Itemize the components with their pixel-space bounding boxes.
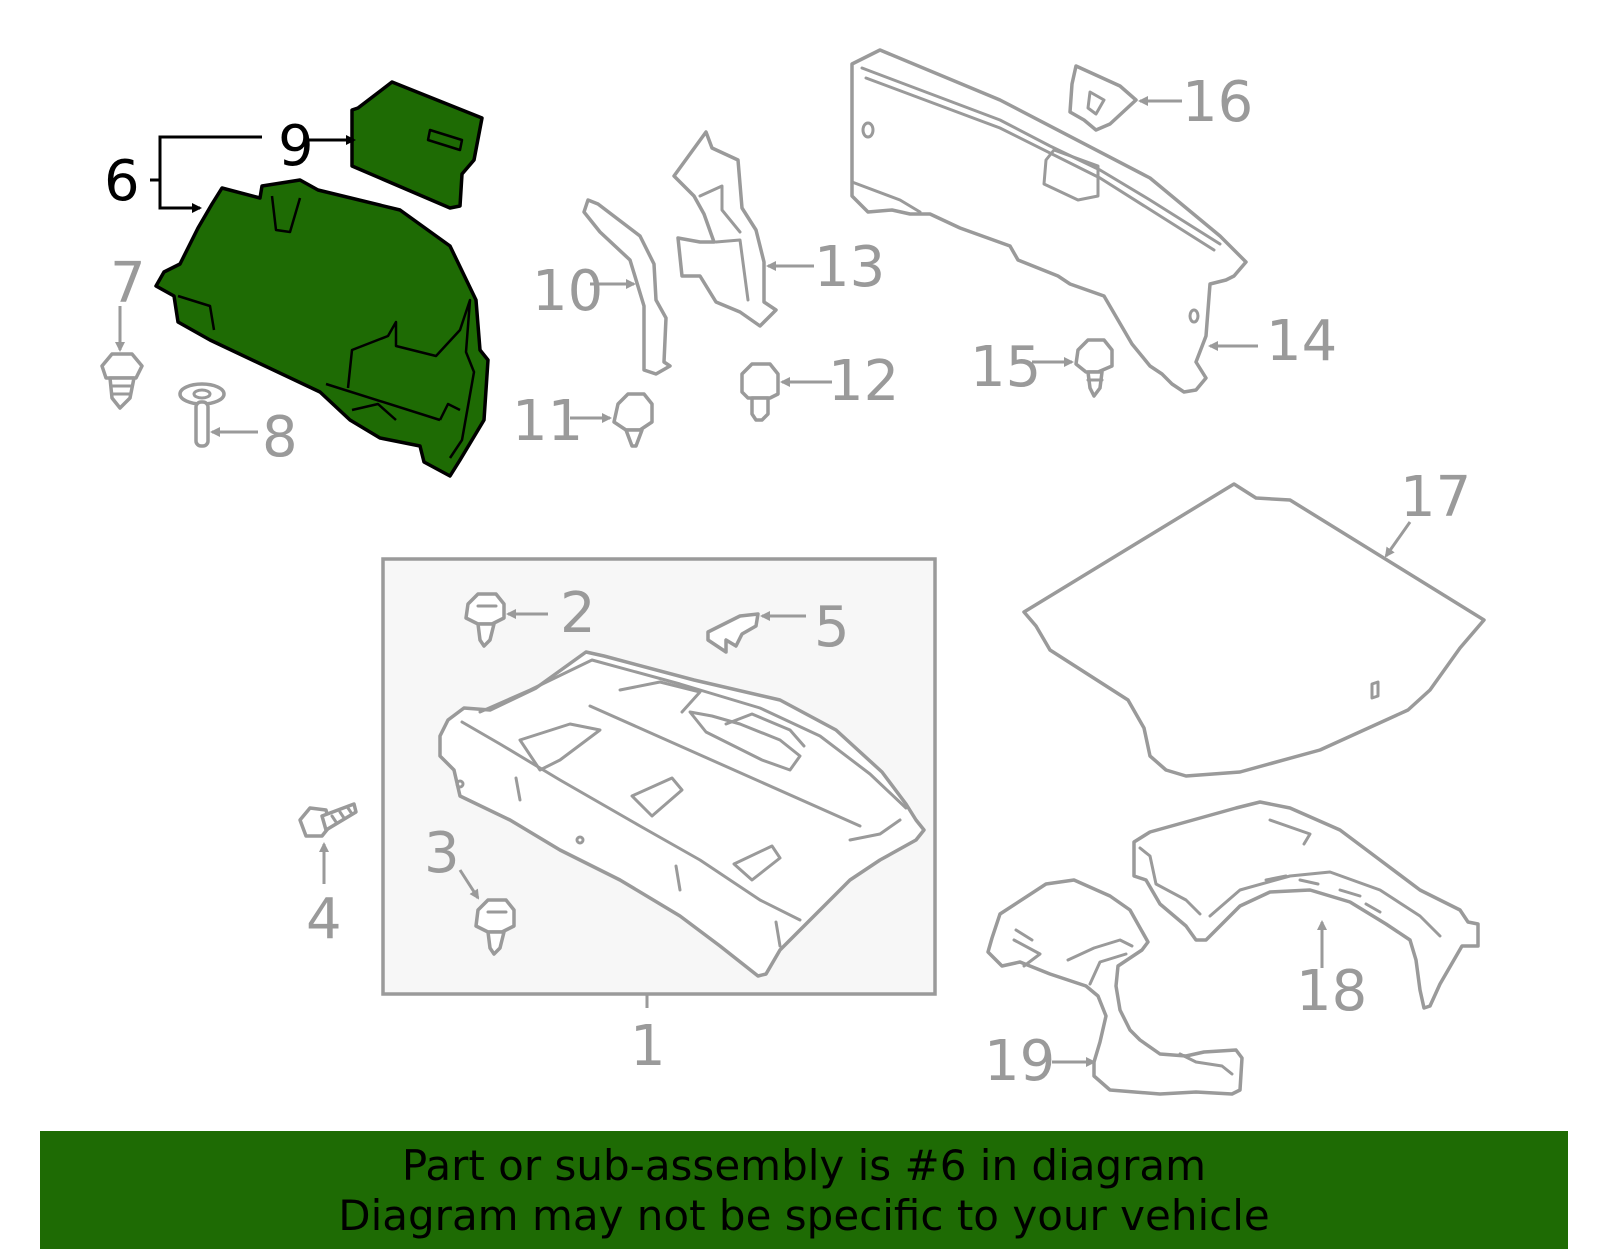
callout-19: 19 [984, 1029, 1055, 1094]
callout-11: 11 [512, 389, 583, 454]
part-2-clip[interactable] [464, 592, 506, 648]
part-5-bracket[interactable] [706, 612, 760, 654]
part-9-cover[interactable] [350, 80, 484, 210]
part-14-back-panel[interactable] [850, 48, 1248, 394]
banner-line-2: Diagram may not be specific to your vehi… [338, 1191, 1270, 1240]
part-16-bracket[interactable] [1068, 64, 1138, 132]
callout-13: 13 [814, 235, 885, 300]
part-7-clip[interactable] [100, 352, 144, 410]
callout-9: 9 [278, 114, 314, 179]
banner-line-1: Part or sub-assembly is #6 in diagram [401, 1141, 1207, 1190]
callout-14: 14 [1266, 309, 1337, 374]
part-10-bracket[interactable] [582, 198, 672, 376]
callout-15: 15 [970, 335, 1041, 400]
callout-8: 8 [262, 405, 298, 470]
part-3-clip[interactable] [474, 898, 516, 956]
part-19-cover[interactable] [986, 878, 1244, 1096]
part-8-pin[interactable] [178, 382, 226, 448]
part-18-tray[interactable] [1132, 800, 1480, 1010]
callout-2: 2 [560, 581, 596, 646]
callout-5: 5 [814, 595, 850, 660]
callout-4: 4 [306, 887, 342, 952]
part-4-screw[interactable] [298, 802, 358, 838]
part-12-grommet[interactable] [740, 362, 780, 422]
callout-12: 12 [828, 349, 899, 414]
leader-lines [115, 96, 1412, 1067]
callout-10: 10 [532, 259, 603, 324]
callout-1: 1 [630, 1014, 666, 1079]
part-11-clip[interactable] [612, 392, 654, 448]
part-6-trim-panel[interactable] [154, 178, 490, 478]
part-1-package-tray[interactable] [438, 650, 926, 978]
part-15-clip[interactable] [1074, 338, 1114, 398]
info-banner: Part or sub-assembly is #6 in diagram Di… [40, 1131, 1568, 1249]
callout-18: 18 [1296, 959, 1367, 1024]
callout-3: 3 [424, 821, 460, 886]
part-13-bracket[interactable] [672, 130, 778, 328]
part-17-mat[interactable] [1022, 482, 1486, 778]
callout-6: 6 [104, 149, 140, 214]
callout-16: 16 [1182, 70, 1253, 135]
callout-7: 7 [110, 251, 146, 316]
callout-17: 17 [1400, 465, 1471, 530]
